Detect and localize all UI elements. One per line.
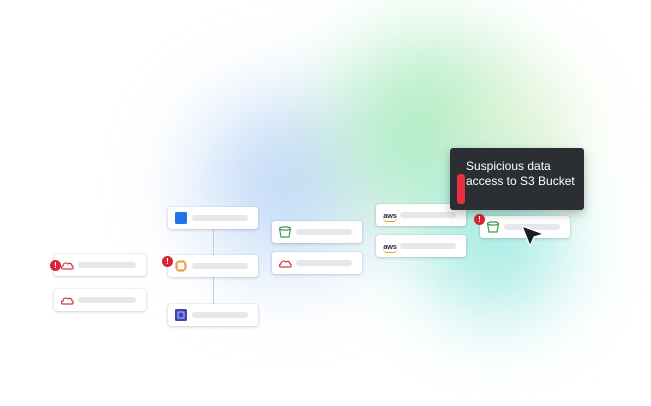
node-card-compute-alert[interactable] bbox=[168, 255, 258, 277]
node-card-aws[interactable]: aws bbox=[376, 204, 466, 226]
alert-badge: ! bbox=[50, 260, 61, 271]
s3-bucket-icon bbox=[486, 220, 500, 234]
cloud-outline-icon bbox=[278, 256, 292, 270]
alert-badge: ! bbox=[162, 256, 173, 267]
node-card-bucket[interactable] bbox=[272, 221, 362, 243]
alert-tooltip: Suspicious data access to S3 Bucket bbox=[450, 148, 584, 210]
aws-logo-icon: aws bbox=[383, 210, 397, 222]
blue-service-square-icon bbox=[174, 211, 188, 225]
node-label-placeholder bbox=[192, 263, 248, 269]
cloud-outline-icon bbox=[60, 258, 74, 272]
cloud-outline-icon bbox=[60, 293, 74, 307]
node-card-service[interactable] bbox=[168, 207, 258, 229]
node-card-cloud[interactable] bbox=[54, 289, 146, 311]
node-card-cloud[interactable] bbox=[272, 252, 362, 274]
node-label-placeholder bbox=[504, 224, 560, 230]
node-label-placeholder bbox=[400, 212, 456, 218]
node-label-placeholder bbox=[296, 260, 352, 266]
node-label-placeholder bbox=[192, 215, 248, 221]
s3-bucket-icon bbox=[278, 225, 292, 239]
node-label-placeholder bbox=[78, 297, 136, 303]
mouse-pointer-icon bbox=[521, 225, 545, 247]
node-label-placeholder bbox=[296, 229, 352, 235]
aws-logo-icon: aws bbox=[383, 241, 397, 253]
node-label-placeholder bbox=[400, 243, 456, 249]
tooltip-text: Suspicious data access to S3 Bucket bbox=[466, 159, 575, 188]
node-label-placeholder bbox=[78, 262, 136, 268]
node-card-cloud-alert[interactable] bbox=[54, 254, 146, 276]
node-label-placeholder bbox=[192, 312, 248, 318]
node-card-container[interactable] bbox=[168, 304, 258, 326]
node-card-aws[interactable]: aws bbox=[376, 235, 466, 257]
compute-chip-icon bbox=[174, 259, 188, 273]
ec2-container-icon bbox=[174, 308, 188, 322]
alert-badge: ! bbox=[474, 214, 485, 225]
tooltip-severity-accent bbox=[457, 174, 465, 204]
